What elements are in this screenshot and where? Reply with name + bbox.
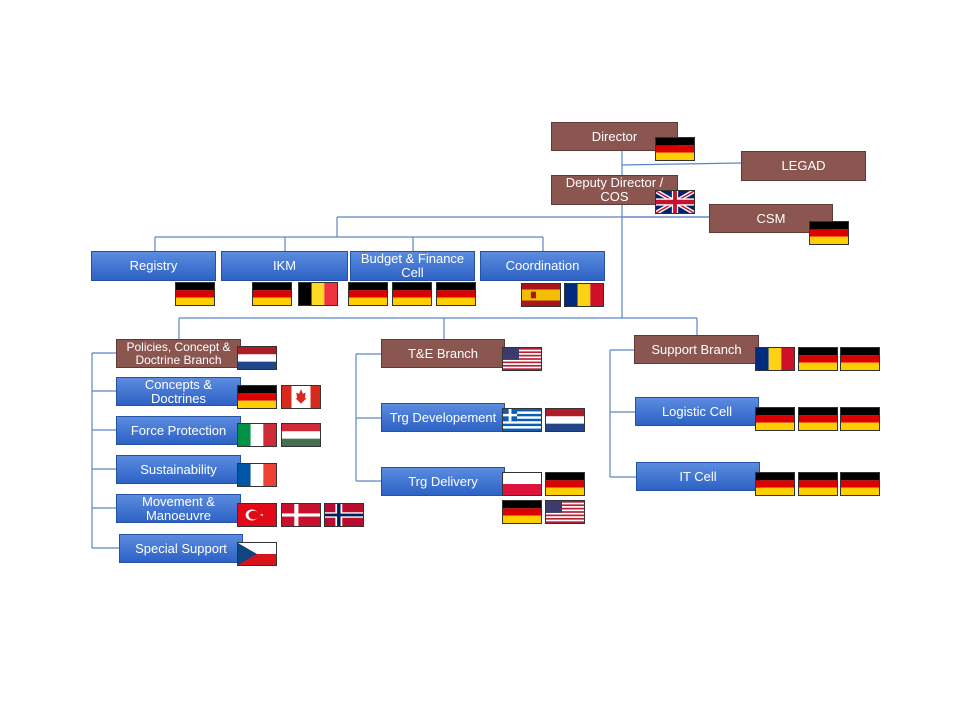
germany-flag-icon [755, 472, 795, 496]
hungary-flag-icon [281, 423, 321, 447]
germany-flag-icon [655, 137, 695, 161]
germany-flag-icon [545, 472, 585, 496]
trg-delivery-box: Trg Delivery [381, 467, 505, 496]
germany-flag-icon [237, 385, 277, 409]
germany-flag-icon [252, 282, 292, 306]
united-states-flag-icon [545, 500, 585, 524]
germany-flag-icon [175, 282, 215, 306]
norway-flag-icon [324, 503, 364, 527]
ikm-box: IKM [221, 251, 348, 281]
trg-development-box: Trg Developement [381, 403, 505, 432]
movement-manoeuvre-box: Movement & Manoeuvre [116, 494, 241, 523]
policies-branch-box: Policies, Concept & Doctrine Branch [116, 339, 241, 368]
germany-flag-icon [436, 282, 476, 306]
czech-republic-flag-icon [237, 542, 277, 566]
germany-flag-icon [798, 407, 838, 431]
romania-flag-icon [564, 283, 604, 307]
legad-box: LEGAD [741, 151, 866, 181]
special-support-box: Special Support [119, 534, 243, 563]
germany-flag-icon [392, 282, 432, 306]
sustainability-box: Sustainability [116, 455, 241, 484]
registry-box: Registry [91, 251, 216, 281]
concepts-doctrines-box: Concepts & Doctrines [116, 377, 241, 406]
netherlands-flag-icon [545, 408, 585, 432]
force-protection-box: Force Protection [116, 416, 241, 445]
budget-finance-box: Budget & Finance Cell [350, 251, 475, 281]
te-branch-box: T&E Branch [381, 339, 505, 368]
united-kingdom-flag-icon [655, 190, 695, 214]
germany-flag-icon [798, 347, 838, 371]
germany-flag-icon [755, 407, 795, 431]
italy-flag-icon [237, 423, 277, 447]
turkey-flag-icon [237, 503, 277, 527]
germany-flag-icon [809, 221, 849, 245]
germany-flag-icon [840, 472, 880, 496]
germany-flag-icon [348, 282, 388, 306]
poland-flag-icon [502, 472, 542, 496]
support-branch-box: Support Branch [634, 335, 759, 364]
logistic-cell-box: Logistic Cell [635, 397, 759, 426]
greece-flag-icon [502, 408, 542, 432]
it-cell-box: IT Cell [636, 462, 760, 491]
belgium-flag-icon [298, 282, 338, 306]
france-flag-icon [237, 463, 277, 487]
germany-flag-icon [840, 347, 880, 371]
denmark-flag-icon [281, 503, 321, 527]
germany-flag-icon [840, 407, 880, 431]
coordination-box: Coordination [480, 251, 605, 281]
spain-flag-icon [521, 283, 561, 307]
germany-flag-icon [798, 472, 838, 496]
romania-flag-icon [755, 347, 795, 371]
netherlands-flag-icon [237, 346, 277, 370]
united-states-flag-icon [502, 347, 542, 371]
canada-flag-icon [281, 385, 321, 409]
germany-flag-icon [502, 500, 542, 524]
